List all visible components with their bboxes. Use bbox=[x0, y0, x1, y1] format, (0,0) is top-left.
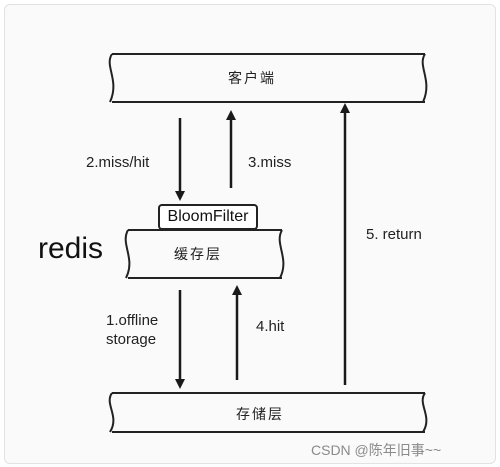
step4-label: 4.hit bbox=[256, 318, 285, 335]
step1-label-line1: 1.offline bbox=[106, 312, 159, 329]
bloom-filter-box: BloomFilter bbox=[158, 204, 258, 230]
client-box bbox=[108, 53, 428, 103]
client-label: 客户端 bbox=[228, 71, 276, 87]
diagram-frame bbox=[4, 4, 496, 464]
step5-label: 5. return bbox=[366, 226, 422, 243]
watermark: CSDN @陈年旧事~~ bbox=[311, 442, 442, 458]
step2-label: 2.miss/hit bbox=[86, 154, 150, 171]
step3-label: 3.miss bbox=[248, 154, 292, 171]
storage-label: 存储层 bbox=[236, 407, 284, 423]
step1-label-line2: storage bbox=[106, 331, 157, 348]
cache-box bbox=[124, 229, 285, 279]
redis-label: redis bbox=[38, 232, 104, 265]
cache-label: 缓存层 bbox=[174, 247, 222, 263]
storage-box bbox=[108, 392, 428, 433]
